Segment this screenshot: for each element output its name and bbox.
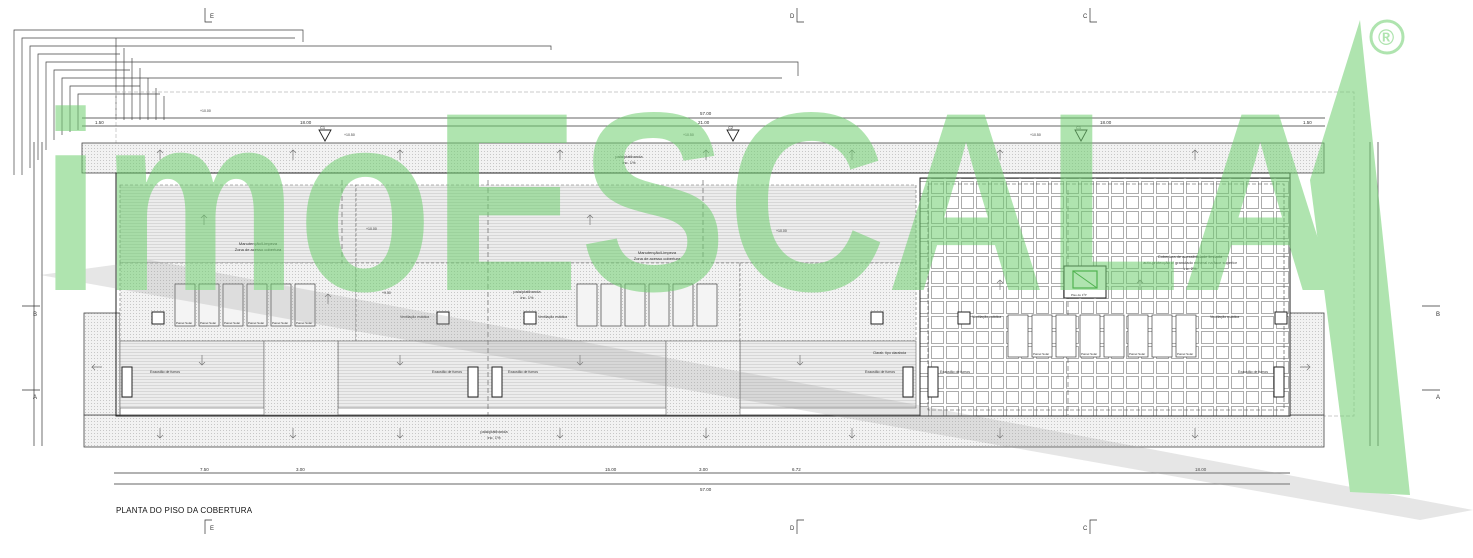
svg-text:18.00: 18.00 [1195, 467, 1207, 472]
svg-text:Painel Solar: Painel Solar [1081, 352, 1097, 356]
dimension-texts: 57.00 1.50 18.00 21.00 18.00 1.50 7.50 3… [95, 111, 1312, 492]
svg-text:C1: C1 [320, 125, 326, 130]
svg-text:7.50: 7.50 [200, 467, 209, 472]
svg-text:inc. 1%: inc. 1% [487, 435, 501, 440]
svg-text:Piso do 1ºP: Piso do 1ºP [1071, 293, 1087, 297]
svg-text:Ventilação estática: Ventilação estática [972, 315, 1001, 319]
solar-panels-center [576, 283, 718, 327]
axis-left-a: A [33, 395, 37, 401]
vent-label: Ventilação estática [400, 315, 429, 319]
skylight-label: Clarab. tipo claraboia [873, 351, 906, 355]
axis-markers [22, 8, 1440, 534]
svg-text:inc. 2%: inc. 2% [1183, 266, 1197, 271]
svg-text:pala/platibanda: pala/platibanda [615, 154, 643, 159]
lower-zone-1 [119, 340, 265, 409]
dim-bottom-total: 57.00 [700, 487, 712, 492]
bottom-parapet-strip [83, 414, 1325, 448]
access-zone-left [119, 184, 357, 264]
svg-text:Painel Solar: Painel Solar [248, 321, 264, 325]
smoke-exhaust-boxes [121, 366, 1285, 398]
svg-text:Ventilação estática: Ventilação estática [538, 315, 567, 319]
lower-zone-3 [739, 340, 917, 409]
svg-text:3.00: 3.00 [296, 467, 305, 472]
svg-text:Exaustão de fumos: Exaustão de fumos [940, 370, 970, 374]
registered-mark: ® [1378, 25, 1394, 50]
svg-text:auto-protecção c/ granulado mi: auto-protecção c/ granulado mineral na f… [1143, 260, 1238, 265]
svg-text:Cobertura de acessibilidade li: Cobertura de acessibilidade limitada [1158, 254, 1223, 259]
solar-panels-left [174, 283, 316, 327]
svg-text:1.50: 1.50 [1303, 120, 1312, 125]
svg-text:1.50: 1.50 [95, 120, 104, 125]
svg-text:+10.50: +10.50 [344, 133, 355, 137]
lower-gap-2 [665, 340, 741, 416]
svg-text:+10.50: +10.50 [1030, 133, 1041, 137]
axis-right-a: A [1436, 395, 1440, 401]
svg-text:+10.50: +10.50 [683, 133, 694, 137]
svg-text:Manutenção/Limpeza: Manutenção/Limpeza [239, 241, 278, 246]
axis-bottom-e: E [210, 526, 214, 532]
svg-text:Ventilação estática: Ventilação estática [1210, 315, 1239, 319]
panel-label: Painel Solar [176, 321, 192, 325]
section-marks [318, 129, 1088, 142]
dim-top-total: 57.00 [700, 111, 712, 116]
svg-text:Painel Solar: Painel Solar [1129, 352, 1145, 356]
axis-left-b: B [33, 312, 37, 318]
svg-text:18.00: 18.00 [300, 120, 312, 125]
svg-text:Zona de acesso cobertura: Zona de acesso cobertura [634, 256, 681, 261]
sheet-title: PLANTA DO PISO DA COBERTURA [116, 506, 253, 515]
svg-text:Painel Solar: Painel Solar [272, 321, 288, 325]
skylight-box [1063, 265, 1107, 299]
svg-text:pala/platibanda: pala/platibanda [513, 289, 541, 294]
svg-text:pala/platibanda: pala/platibanda [480, 429, 508, 434]
watermark: imoESCALA ® [40, 19, 1473, 520]
svg-text:+10.00: +10.00 [366, 227, 377, 231]
svg-text:Exaustão de fumos: Exaustão de fumos [865, 370, 895, 374]
axis-bottom-c: C [1083, 526, 1088, 532]
platform-zone-right [739, 262, 917, 342]
lower-gap-1 [263, 340, 339, 416]
svg-text:Exaustão de fumos: Exaustão de fumos [432, 370, 462, 374]
svg-text:C2: C2 [728, 125, 734, 130]
svg-text:+9.50: +9.50 [382, 291, 391, 295]
top-parapet-strip [81, 142, 1325, 174]
svg-text:Painel Solar: Painel Solar [296, 321, 312, 325]
svg-text:Manutenção/Limpeza: Manutenção/Limpeza [638, 250, 677, 255]
solar-panels-right [1007, 314, 1197, 358]
svg-text:Exaustão de fumos: Exaustão de fumos [1238, 370, 1268, 374]
svg-text:Painel Solar: Painel Solar [1177, 352, 1193, 356]
svg-text:inc. 1%: inc. 1% [622, 160, 636, 165]
svg-text:+10.00: +10.00 [200, 109, 211, 113]
axis-top-e: E [210, 14, 214, 20]
vent-boxes [151, 311, 1288, 325]
svg-text:C1: C1 [1076, 125, 1082, 130]
svg-text:15.00: 15.00 [605, 467, 617, 472]
left-side-strip [83, 312, 121, 416]
svg-text:Painel Solar: Painel Solar [224, 321, 240, 325]
smoke-label: Exaustão de fumos [150, 370, 180, 374]
axis-top-d: D [790, 14, 795, 20]
axis-right-b: B [1436, 312, 1440, 318]
svg-text:Painel Solar: Painel Solar [200, 321, 216, 325]
drain-arrows [91, 149, 1311, 439]
svg-text:Exaustão de fumos: Exaustão de fumos [508, 370, 538, 374]
watermark-text: imoESCALA [40, 60, 1340, 345]
svg-text:6.72: 6.72 [792, 467, 801, 472]
svg-text:Zona de acesso cobertura: Zona de acesso cobertura [235, 247, 282, 252]
svg-text:3.00: 3.00 [699, 467, 708, 472]
axis-bottom-d: D [790, 526, 795, 532]
access-zone-mid [355, 184, 917, 264]
svg-text:Painel Solar: Painel Solar [1033, 352, 1049, 356]
axis-top-c: C [1083, 14, 1088, 20]
svg-text:+10.00: +10.00 [776, 229, 787, 233]
svg-text:inc. 1%: inc. 1% [520, 295, 534, 300]
svg-text:18.00: 18.00 [1100, 120, 1112, 125]
svg-text:21.00: 21.00 [698, 120, 710, 125]
